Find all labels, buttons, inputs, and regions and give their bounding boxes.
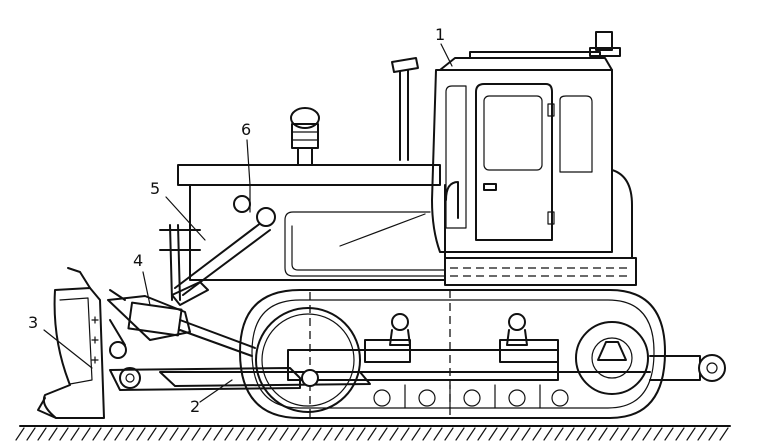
label-3: 3: [28, 313, 38, 332]
leader-lines: [43, 43, 453, 403]
label-6: 6: [241, 120, 251, 139]
label-2: 2: [190, 397, 200, 416]
label-1: 1: [435, 25, 445, 44]
label-4: 4: [133, 251, 143, 270]
push-beam: [109, 367, 651, 391]
engine-hood: [177, 164, 446, 281]
exhaust-pipe: [391, 57, 419, 161]
operator-cab: [431, 31, 633, 259]
rear-hitch: [649, 354, 726, 382]
callout-labels: 1 2 3 4 5 6: [28, 25, 445, 416]
frame-band: [444, 257, 637, 286]
ground: [15, 425, 731, 441]
blade-bolts: [91, 316, 99, 364]
carrier-rollers: [389, 313, 528, 346]
air-cleaner: [290, 107, 320, 166]
hydraulic-cylinder: [107, 289, 256, 359]
lift-arm: [159, 207, 276, 306]
track-rollers: [373, 384, 569, 409]
label-5: 5: [150, 179, 160, 198]
dozer-blade: [37, 267, 141, 419]
crawler-track: [239, 289, 666, 420]
